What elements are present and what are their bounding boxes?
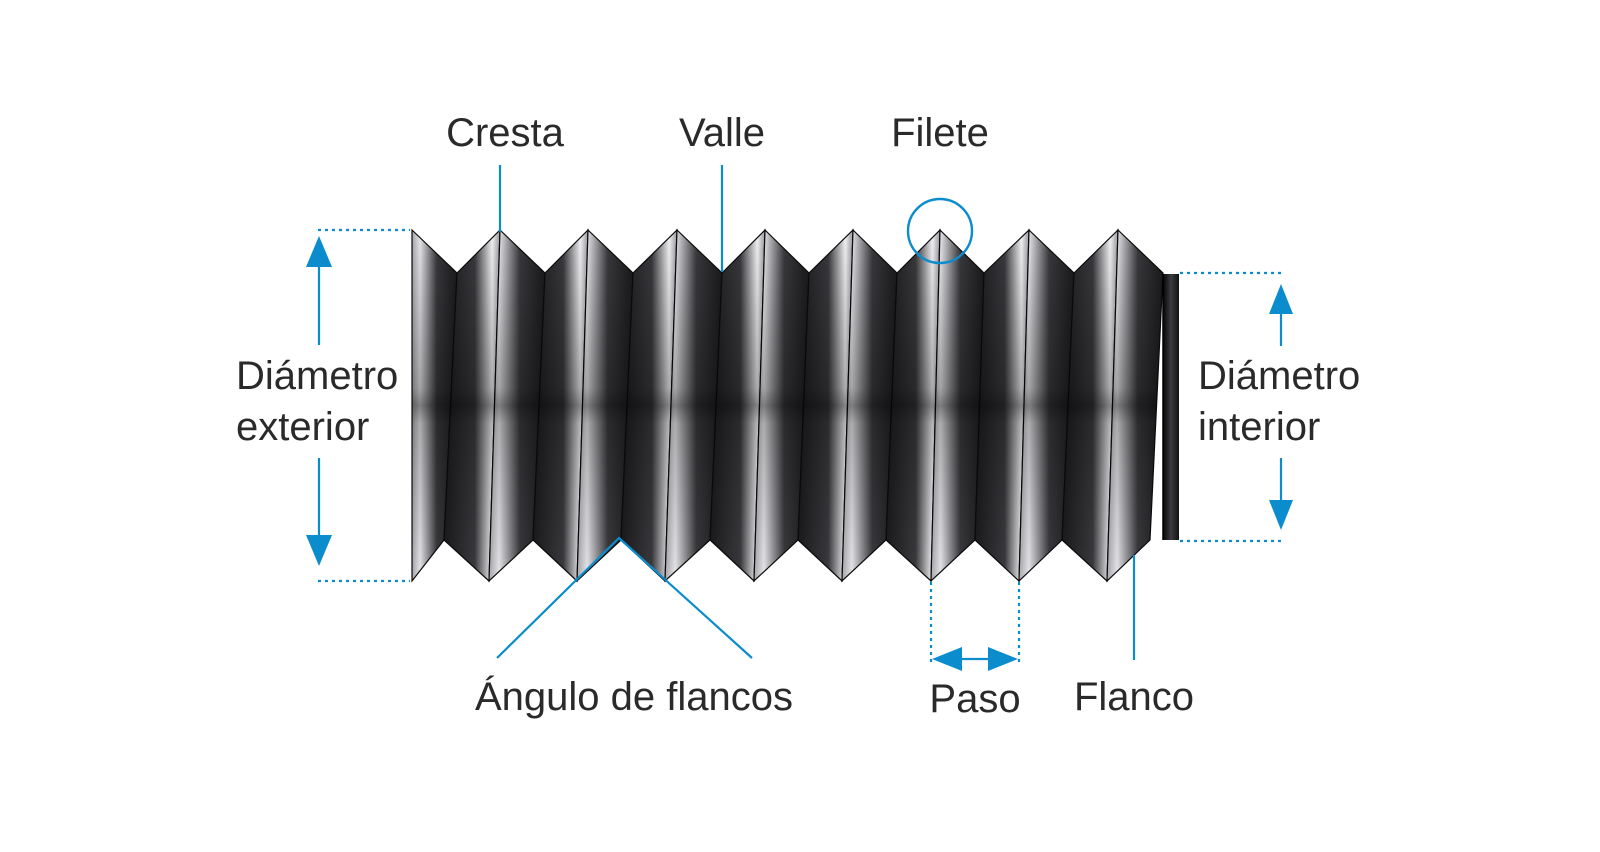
pitch-arrowhead-left (932, 647, 962, 671)
label-diametro-exterior-line2: exterior (236, 405, 369, 449)
outer-diameter-arrowhead-down (306, 535, 332, 566)
label-cresta: Cresta (446, 111, 565, 155)
screw-tip (1163, 274, 1179, 540)
inner-diameter-arrowhead-up (1269, 284, 1293, 314)
outer-diameter-arrowhead-up (306, 236, 332, 267)
label-flanco: Flanco (1074, 675, 1194, 719)
label-diametro-exterior-line1: Diámetro (236, 354, 398, 398)
label-angulo-de-flancos: Ángulo de flancos (475, 674, 793, 719)
thread-shading-band (412, 230, 1163, 581)
flank-angle-leaders (496, 536, 753, 659)
label-paso: Paso (929, 677, 1020, 721)
label-diametro-interior-line1: Diámetro (1198, 354, 1360, 398)
filete-circle (906, 197, 974, 265)
pitch-arrowhead-right (988, 647, 1018, 671)
inner-diameter-arrowhead-down (1269, 500, 1293, 530)
label-filete: Filete (891, 111, 989, 155)
label-valle: Valle (679, 111, 765, 155)
label-diametro-interior-line2: interior (1198, 405, 1320, 449)
screw-body (411, 228, 1179, 583)
